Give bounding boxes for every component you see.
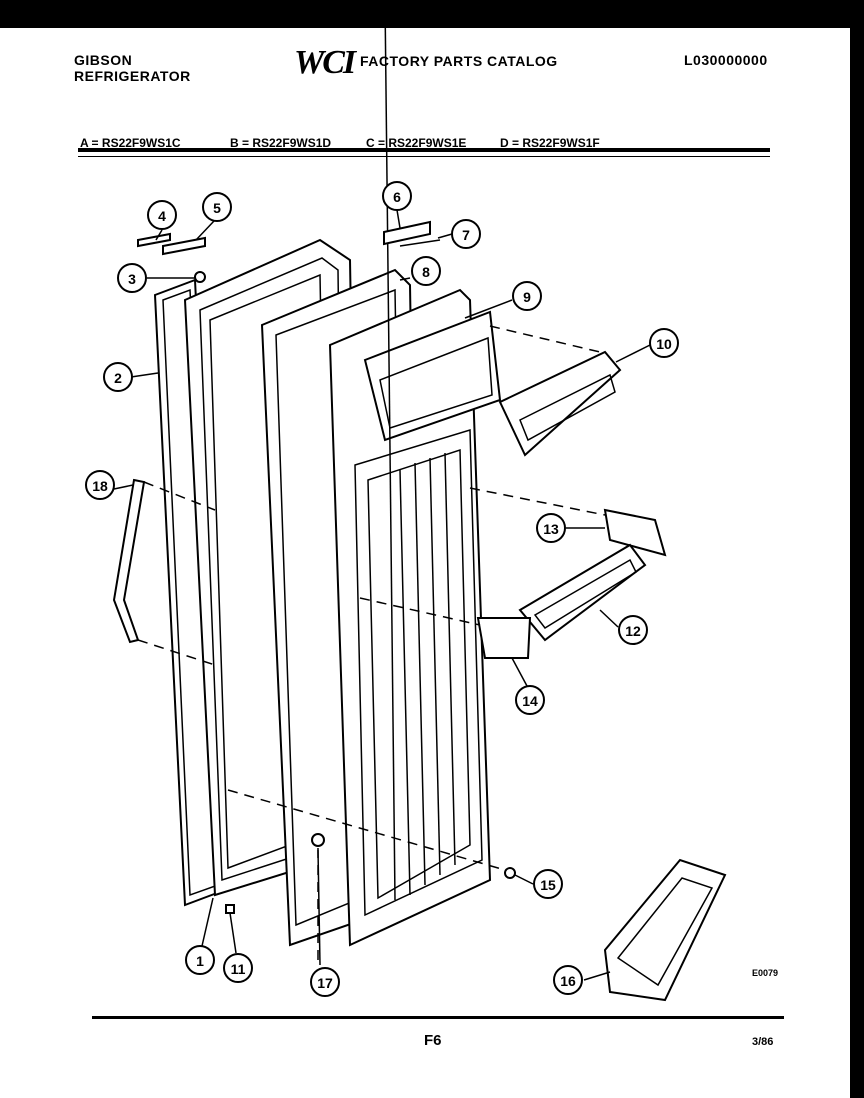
callout-16: 16	[553, 965, 583, 995]
callout-5: 5	[202, 192, 232, 222]
callout-5-label: 5	[213, 200, 221, 216]
callout-17-label: 17	[317, 975, 333, 991]
callout-4-label: 4	[158, 208, 166, 224]
product-type: REFRIGERATOR	[74, 68, 191, 84]
callout-11: 11	[223, 953, 253, 983]
callout-6: 6	[382, 181, 412, 211]
callout-3-label: 3	[128, 271, 136, 287]
callout-12-label: 12	[625, 623, 641, 639]
callout-1: 1	[185, 945, 215, 975]
footer-rule	[92, 1016, 784, 1019]
callout-7: 7	[451, 219, 481, 249]
part-shelf-rail	[498, 350, 622, 457]
model-a: A = RS22F9WS1C	[80, 136, 181, 150]
callout-1-label: 1	[196, 953, 204, 969]
model-b: B = RS22F9WS1D	[230, 136, 332, 150]
assembly-guide-lines	[137, 325, 606, 965]
part-door-shelf	[518, 543, 647, 642]
callout-2-label: 2	[114, 370, 122, 386]
callout-15: 15	[533, 869, 563, 899]
callout-13: 13	[536, 513, 566, 543]
model-c: C = RS22F9WS1E	[366, 136, 467, 150]
part-top-hinge	[383, 220, 441, 247]
callout-17: 17	[310, 967, 340, 997]
callout-12: 12	[618, 615, 648, 645]
callout-leaders	[113, 209, 651, 981]
part-inner-door-liner	[328, 0, 502, 947]
callout-10-label: 10	[656, 336, 672, 352]
callout-8-label: 8	[422, 264, 430, 280]
callout-14: 14	[515, 685, 545, 715]
callout-2: 2	[103, 362, 133, 392]
header-rule	[78, 148, 770, 152]
callout-9: 9	[512, 281, 542, 311]
callout-7-label: 7	[462, 227, 470, 243]
header-rule-thin	[78, 156, 770, 157]
catalog-date: 3/86	[752, 1036, 774, 1048]
part-screw	[194, 271, 206, 283]
callout-18-label: 18	[92, 478, 108, 494]
callout-13-label: 13	[543, 521, 559, 537]
callout-16-label: 16	[560, 973, 576, 989]
callout-6-label: 6	[393, 189, 401, 205]
callout-15-label: 15	[540, 877, 556, 893]
callout-3: 3	[117, 263, 147, 293]
callout-9-label: 9	[523, 289, 531, 305]
part-clips	[137, 232, 206, 256]
wci-logo: WCI	[294, 44, 356, 81]
brand-block: GIBSON REFRIGERATOR	[74, 52, 191, 84]
catalog-title: FACTORY PARTS CATALOG	[360, 53, 558, 69]
callout-4: 4	[147, 200, 177, 230]
part-shelf-bracket	[603, 508, 667, 557]
callout-14-label: 14	[522, 693, 538, 709]
drawing-code: E0079	[752, 968, 779, 978]
brand-name: GIBSON	[74, 52, 133, 68]
callout-10: 10	[649, 328, 679, 358]
part-shelf-end-cap	[476, 617, 532, 659]
callout-11-label: 11	[231, 961, 246, 977]
part-small-hardware	[225, 833, 516, 914]
part-door-handle	[112, 478, 146, 644]
catalog-id: L030000000	[684, 52, 768, 68]
callout-18: 18	[85, 470, 115, 500]
part-door-bin	[603, 858, 727, 1002]
page-number: F6	[424, 1032, 442, 1049]
callout-8: 8	[411, 256, 441, 286]
model-d: D = RS22F9WS1F	[500, 136, 600, 150]
